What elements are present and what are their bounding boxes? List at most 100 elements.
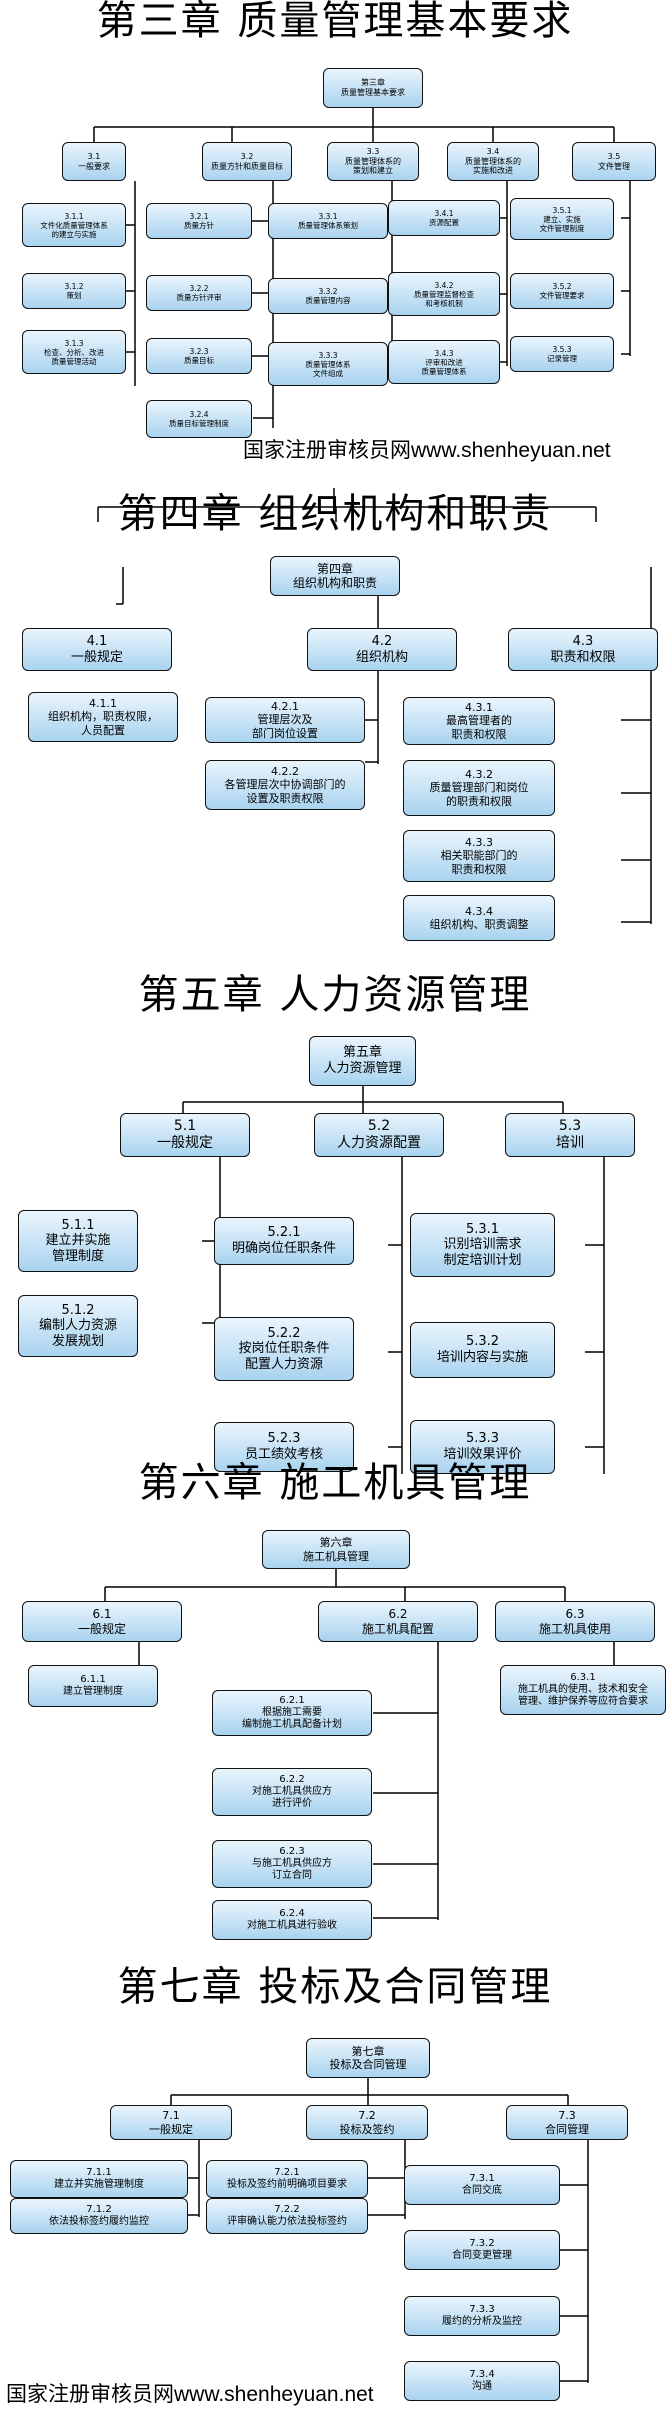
node-4-3-3: 4.3.3 相关职能部门的 职责和权限: [403, 830, 555, 882]
node-5-2-2-label: 5.2.2 按岗位任职条件 配置人力资源: [238, 1325, 330, 1372]
node-6-2-4-label: 6.2.4 对施工机具进行验收: [247, 1908, 337, 1931]
node-4-3-1-label: 4.3.1 最高管理者的 职责和权限: [446, 701, 512, 741]
node-ch3-root: 第三章 质量管理基本要求: [323, 68, 423, 108]
node-5-3-1: 5.3.1 识别培训需求 制定培训计划: [410, 1213, 555, 1277]
node-3-2-3-label: 3.2.3 质量目标: [184, 347, 214, 365]
watermark-bottom: 国家注册审核员网www.shenheyuan.net: [6, 2383, 374, 2406]
node-4-2-1-label: 4.2.1 管理层次及 部门岗位设置: [252, 700, 318, 740]
node-3-2-label: 3.2 质量方针和质量目标: [211, 151, 283, 171]
node-6-1-1-label: 6.1.1 建立管理制度: [63, 1674, 123, 1697]
node-3-5: 3.5 文件管理: [572, 142, 656, 181]
node-3-3-2-label: 3.3.2 质量管理内容: [305, 287, 351, 305]
node-3-2-4-label: 3.2.4 质量目标管理制度: [169, 410, 229, 428]
node-6-2-3: 6.2.3 与施工机具供应方 订立合同: [212, 1840, 372, 1888]
chapter-5-title: 第五章 人力资源管理: [138, 972, 532, 1018]
node-3-5-2-label: 3.5.2 文件管理要求: [539, 282, 585, 300]
node-6-3-1-label: 6.3.1 施工机具的使用、技术和安全 管理、维护保养等应符合要求: [518, 1672, 648, 1707]
node-3-2-1-label: 3.2.1 质量方针: [184, 212, 214, 230]
node-7-2-1-label: 7.2.1 投标及签约前明确项目要求: [227, 2167, 347, 2190]
chapter-7-title: 第七章 投标及合同管理: [117, 1964, 553, 2010]
node-4-3-1: 4.3.1 最高管理者的 职责和权限: [403, 697, 555, 745]
node-5-2-2: 5.2.2 按岗位任职条件 配置人力资源: [214, 1317, 354, 1381]
node-5-2-1-label: 5.2.1 明确岗位任职条件: [231, 1225, 336, 1256]
node-4-3-3-label: 4.3.3 相关职能部门的 职责和权限: [440, 836, 518, 876]
node-4-2-2: 4.2.2 各管理层次中协调部门的 设置及职责权限: [205, 760, 365, 810]
node-3-1-2: 3.1.2 策划: [22, 273, 126, 309]
node-3-1-3-label: 3.1.3 检查、分析、改进 质量管理活动: [44, 338, 104, 366]
node-6-1: 6.1 一般规定: [22, 1601, 182, 1642]
node-3-5-1-label: 3.5.1 建立、实施 文件管理制度: [539, 205, 585, 233]
node-4-2: 4.2 组织机构: [307, 628, 457, 671]
node-4-3-4-label: 4.3.4 组织机构、职责调整: [429, 904, 529, 931]
node-7-3: 7.3 合同管理: [506, 2105, 628, 2140]
node-4-2-label: 4.2 组织机构: [355, 633, 408, 665]
node-5-1-2: 5.1.2 编制人力资源 发展规划: [18, 1295, 138, 1357]
node-4-1-1: 4.1.1 组织机构，职责权限， 人员配置: [28, 692, 178, 742]
node-7-1-1: 7.1.1 建立并实施管理制度: [10, 2160, 188, 2198]
node-5-1: 5.1 一般规定: [120, 1113, 250, 1157]
node-3-3-2: 3.3.2 质量管理内容: [268, 278, 388, 314]
node-3-5-3-label: 3.5.3 记录管理: [547, 345, 577, 363]
node-3-4-1: 3.4.1 资源配置: [388, 200, 500, 236]
node-3-2-1: 3.2.1 质量方针: [146, 203, 252, 239]
node-7-3-2: 7.3.2 合同变更管理: [404, 2230, 560, 2270]
node-5-3-3: 5.3.3 培训效果评价: [410, 1420, 555, 1474]
node-4-1-label: 4.1 一般规定: [70, 633, 123, 665]
node-3-4: 3.4 质量管理体系的 实施和改进: [447, 142, 539, 181]
node-7-1-label: 7.1 一般规定: [149, 2109, 193, 2136]
node-7-3-3: 7.3.3 履约的分析及监控: [404, 2296, 560, 2336]
node-7-2-label: 7.2 投标及签约: [339, 2109, 395, 2136]
node-4-2-1: 4.2.1 管理层次及 部门岗位设置: [205, 697, 365, 743]
node-7-3-4: 7.3.4 沟通: [404, 2361, 560, 2401]
node-7-1-1-label: 7.1.1 建立并实施管理制度: [54, 2167, 144, 2190]
node-3-1: 3.1 一般要求: [62, 142, 126, 181]
node-6-2-2: 6.2.2 对施工机具供应方 进行评价: [212, 1768, 372, 1816]
node-7-3-label: 7.3 合同管理: [545, 2109, 589, 2136]
node-5-3-label: 5.3 培训: [556, 1118, 584, 1151]
node-3-1-2-label: 3.1.2 策划: [64, 282, 84, 300]
node-5-3-2-label: 5.3.2 培训内容与实施: [436, 1334, 528, 1365]
node-ch3-root-label: 第三章 质量管理基本要求: [341, 78, 405, 97]
node-6-2-3-label: 6.2.3 与施工机具供应方 订立合同: [252, 1846, 332, 1881]
node-4-3: 4.3 职责和权限: [508, 628, 658, 671]
node-4-1-1-label: 4.1.1 组织机构，职责权限， 人员配置: [48, 697, 158, 737]
node-6-2-2-label: 6.2.2 对施工机具供应方 进行评价: [252, 1774, 332, 1809]
node-6-2-1: 6.2.1 根据施工需要 编制施工机具配备计划: [212, 1690, 372, 1736]
node-5-3-3-label: 5.3.3 培训效果评价: [443, 1431, 522, 1462]
node-7-3-2-label: 7.3.2 合同变更管理: [452, 2238, 512, 2261]
node-5-2-3-label: 5.2.3 员工绩效考核: [244, 1431, 323, 1462]
node-4-2-2-label: 4.2.2 各管理层次中协调部门的 设置及职责权限: [224, 765, 346, 805]
node-3-3-1: 3.3.1 质量管理体系策划: [268, 203, 388, 239]
node-5-2-1: 5.2.1 明确岗位任职条件: [214, 1217, 354, 1265]
node-3-3-3: 3.3.3 质量管理体系 文件组成: [268, 342, 388, 386]
node-7-3-3-label: 7.3.3 履约的分析及监控: [442, 2304, 522, 2327]
node-6-1-1: 6.1.1 建立管理制度: [28, 1665, 158, 1707]
node-3-3-label: 3.3 质量管理体系的 策划和建立: [345, 147, 401, 176]
node-6-3: 6.3 施工机具使用: [495, 1601, 655, 1642]
node-3-4-3-label: 3.4.3 评审和改进 质量管理体系: [421, 348, 467, 376]
node-7-3-4-label: 7.3.4 沟通: [469, 2369, 495, 2392]
node-3-5-2: 3.5.2 文件管理要求: [510, 273, 614, 309]
node-3-5-3: 3.5.3 记录管理: [510, 336, 614, 372]
node-3-4-label: 3.4 质量管理体系的 实施和改进: [465, 147, 521, 176]
node-6-2-1-label: 6.2.1 根据施工需要 编制施工机具配备计划: [242, 1695, 342, 1730]
node-5-2-label: 5.2 人力资源配置: [337, 1118, 421, 1151]
node-3-2-2: 3.2.2 质量方针评审: [146, 275, 252, 311]
node-3-1-1-label: 3.1.1 文件化质量管理体系 的建立与实施: [40, 211, 108, 239]
node-3-2-2-label: 3.2.2 质量方针评审: [176, 284, 222, 302]
node-4-3-label: 4.3 职责和权限: [550, 633, 616, 665]
node-3-5-label: 3.5 文件管理: [598, 151, 630, 171]
node-3-3: 3.3 质量管理体系的 策划和建立: [327, 142, 419, 181]
node-6-2: 6.2 施工机具配置: [318, 1601, 478, 1642]
node-5-1-1: 5.1.1 建立并实施 管理制度: [18, 1210, 138, 1272]
node-3-1-1: 3.1.1 文件化质量管理体系 的建立与实施: [22, 203, 126, 247]
node-ch7-root-label: 第七章 投标及合同管理: [329, 2044, 407, 2071]
node-7-2-2-label: 7.2.2 评审确认能力依法投标签约: [227, 2204, 347, 2227]
node-7-3-1-label: 7.3.1 合同交底: [462, 2173, 502, 2196]
node-6-2-label: 6.2 施工机具配置: [361, 1607, 434, 1636]
node-7-1: 7.1 一般规定: [110, 2105, 232, 2140]
node-ch7-root: 第七章 投标及合同管理: [306, 2038, 430, 2078]
node-7-2: 7.2 投标及签约: [306, 2105, 428, 2140]
node-7-2-1: 7.2.1 投标及签约前明确项目要求: [206, 2160, 368, 2198]
node-5-1-2-label: 5.1.2 编制人力资源 发展规划: [38, 1302, 117, 1349]
